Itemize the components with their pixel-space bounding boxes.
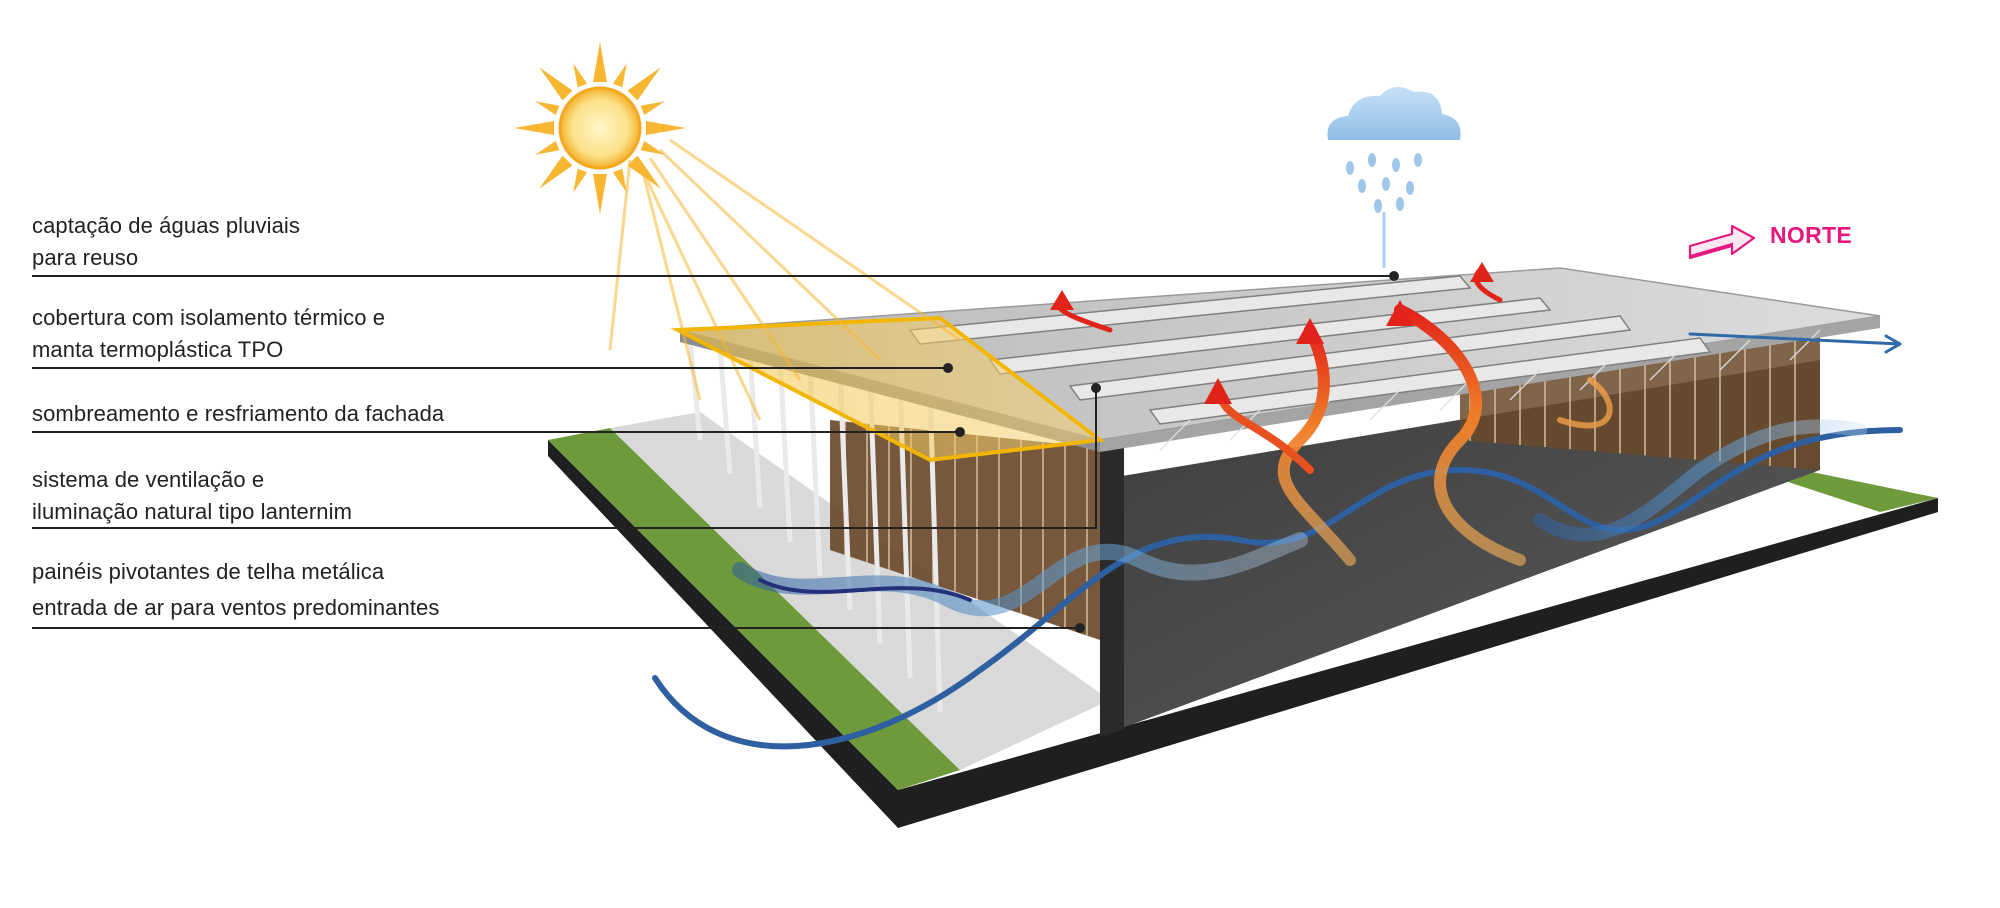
sun-ray (593, 174, 607, 214)
truss-member (1579, 359, 1611, 391)
truss-member (1789, 329, 1821, 361)
truss-member (1159, 419, 1191, 451)
rain-cloud-icon (1327, 86, 1461, 268)
sunbeam (608, 159, 632, 351)
sun-ray (573, 168, 588, 193)
callout-rainwater: captação de águas pluviais para reuso (32, 210, 300, 274)
callout-rainwater-line1: captação de águas pluviais (32, 213, 301, 238)
callout-roof-insulation: cobertura com isolamento térmico e manta… (32, 302, 385, 366)
grass-right (1788, 472, 1938, 512)
leader-dot (943, 363, 953, 373)
grass-left (548, 428, 960, 790)
column (687, 339, 703, 441)
callout-air-intake-line1: entrada de ar para ventos predominantes (32, 595, 440, 620)
sun-ray (612, 168, 627, 193)
leader-lines (32, 271, 1399, 633)
callout-ventilation-line1: sistema de ventilação e (32, 467, 265, 492)
sun-ray (612, 63, 627, 88)
leader-dot (1389, 271, 1399, 281)
leader-dot (1091, 383, 1101, 393)
sun-ray (535, 101, 560, 116)
callout-facade-shading-line1: sombreamento e resfriamento da fachada (32, 401, 445, 426)
sun-ray (514, 121, 554, 135)
sun-icon (514, 42, 686, 214)
sun-ray (535, 140, 560, 155)
leader-line (32, 388, 1097, 529)
sun-ray (646, 121, 686, 135)
sunbeam (658, 148, 882, 362)
column (777, 357, 793, 543)
callout-roof-insulation-line1: cobertura com isolamento térmico e (32, 305, 386, 330)
sunbeam (648, 157, 802, 381)
leader-dot (955, 427, 965, 437)
hot-air-arrowheads (1050, 262, 1494, 404)
truss-member (1649, 349, 1681, 381)
sunbeam (638, 159, 702, 401)
sun-ray (640, 101, 665, 116)
sun-ray (627, 67, 661, 101)
callout-ventilation: sistema de ventilação e iluminação natur… (32, 464, 352, 528)
sunbeam (638, 164, 762, 421)
truss-member (1369, 389, 1401, 421)
truss-member (1439, 379, 1471, 411)
sun-ray (640, 140, 665, 155)
callout-air-intake: entrada de ar para ventos predominantes (32, 592, 440, 624)
callout-facade-shading: sombreamento e resfriamento da fachada (32, 398, 444, 430)
sun-ray (573, 63, 588, 88)
callout-roof-insulation-line2: manta termoplástica TPO (32, 337, 284, 362)
sun-ray (593, 42, 607, 82)
callout-ventilation-line2: iluminação natural tipo lanternim (32, 499, 353, 524)
truss-member (1719, 339, 1751, 371)
callout-pivot-panels: painéis pivotantes de telha metálica (32, 556, 384, 588)
callout-pivot-panels-line1: painéis pivotantes de telha metálica (32, 559, 385, 584)
leader-dot (1075, 623, 1085, 633)
cold-air-flow (652, 332, 1903, 750)
sun-ray (539, 67, 573, 101)
callout-rainwater-line2: para reuso (32, 245, 139, 270)
sunbeam (669, 138, 961, 342)
sunbeams (608, 138, 961, 421)
sun-ray (539, 155, 573, 189)
north-label: NORTE (1770, 222, 1852, 248)
north-arrow-icon (1688, 224, 1756, 260)
truss-member (1509, 369, 1541, 401)
column (747, 351, 763, 509)
